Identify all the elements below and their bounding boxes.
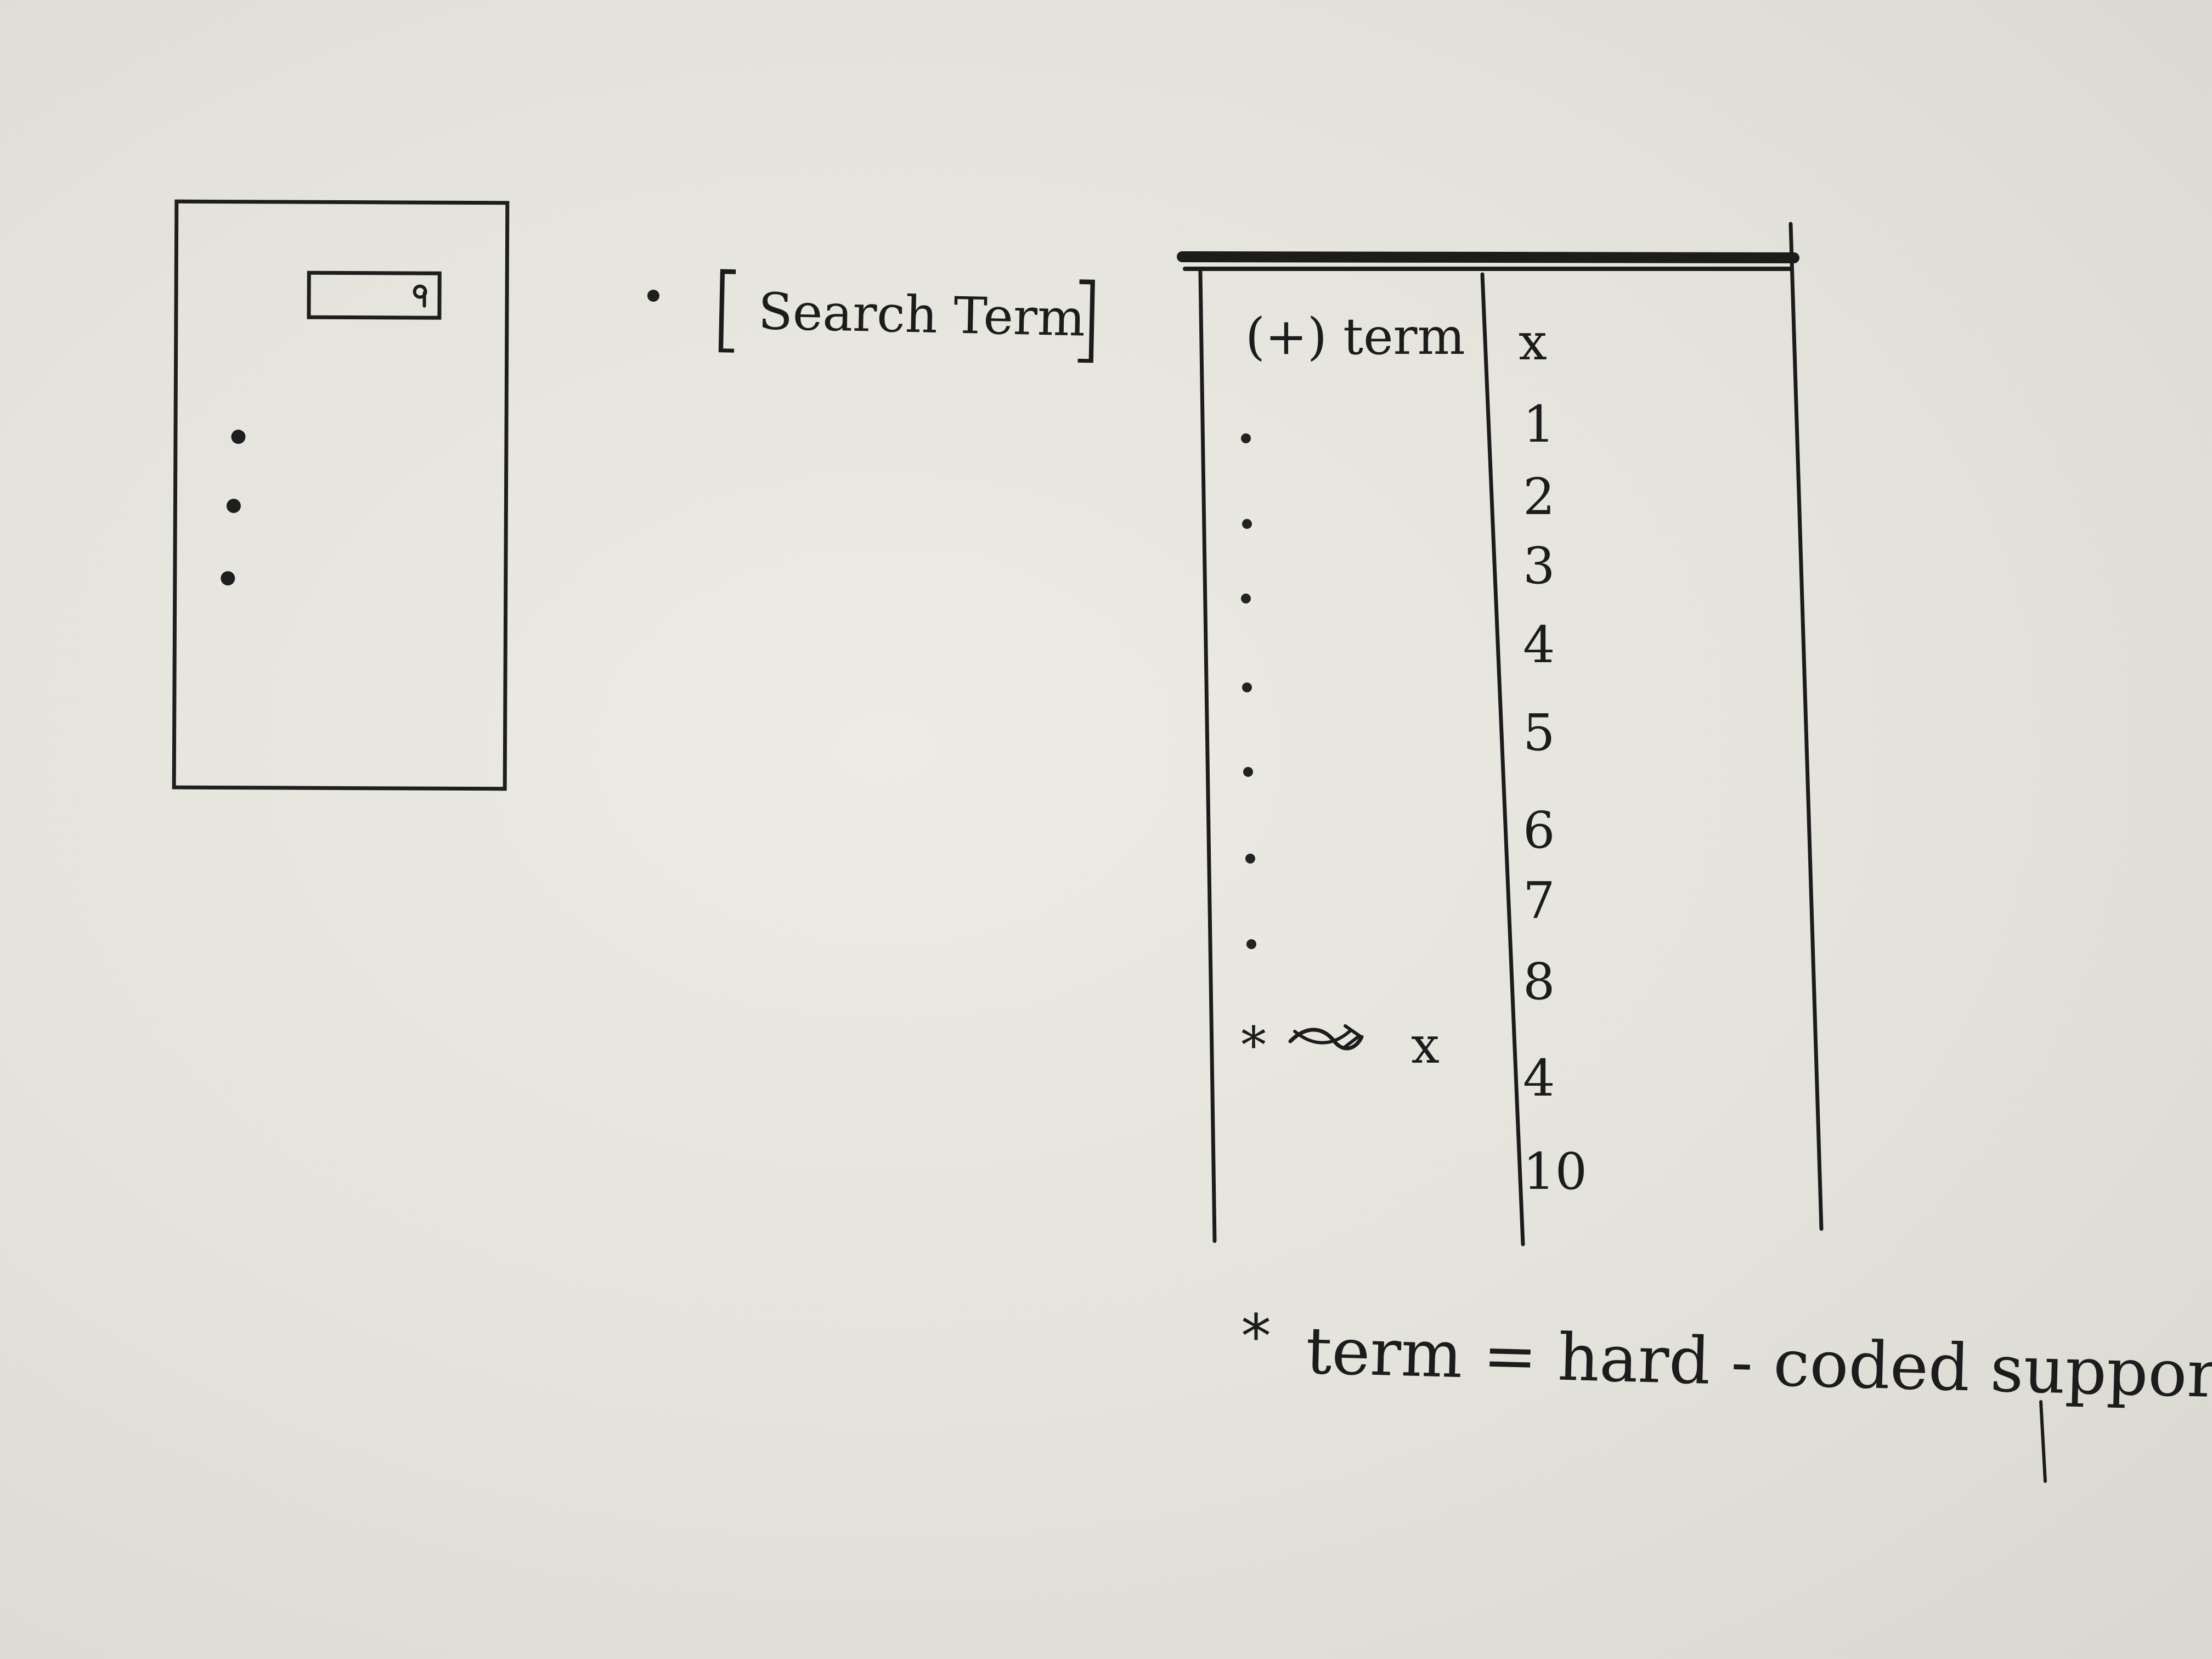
term-column-header: (+) term [1245, 307, 1465, 366]
row-number: 7 [1523, 871, 1555, 930]
row-dot [1245, 854, 1255, 864]
right-bracket: ] [1066, 264, 1106, 374]
bullet-point [647, 290, 659, 302]
footnote-text: term = hard - coded support [1305, 1312, 2212, 1413]
row-dot [1242, 682, 1252, 692]
search-term-label: [ Search Term ] [708, 253, 1105, 373]
phone-list-dot [221, 571, 235, 586]
special-row-marker: * [1241, 1016, 1266, 1075]
row-number: 6 [1523, 801, 1555, 860]
row-dot [1243, 767, 1253, 777]
search-icon[interactable] [410, 283, 430, 308]
phone-list-dot [231, 430, 246, 444]
row-number: 1 [1523, 395, 1555, 454]
row-dot [1242, 519, 1252, 529]
row-number: 4 [1523, 616, 1555, 674]
left-bracket: [ [708, 253, 747, 363]
phone-wireframe [172, 199, 510, 791]
row-number: 4 [1523, 1049, 1555, 1108]
footnote-star: * [1241, 1301, 1271, 1372]
special-row-remove[interactable]: x [1411, 1016, 1440, 1075]
row-dot [1246, 939, 1256, 949]
row-dot [1241, 594, 1251, 603]
row-number: 2 [1523, 467, 1555, 526]
search-box[interactable] [307, 270, 442, 320]
row-number: 10 [1523, 1142, 1588, 1201]
row-number: 8 [1523, 952, 1555, 1011]
phone-list-dot [226, 499, 241, 514]
row-dot [1241, 433, 1251, 443]
x-column-header: x [1519, 313, 1547, 371]
row-number: 3 [1523, 537, 1555, 595]
search-term-text: Search Term [757, 282, 1086, 348]
row-number: 5 [1523, 703, 1555, 762]
